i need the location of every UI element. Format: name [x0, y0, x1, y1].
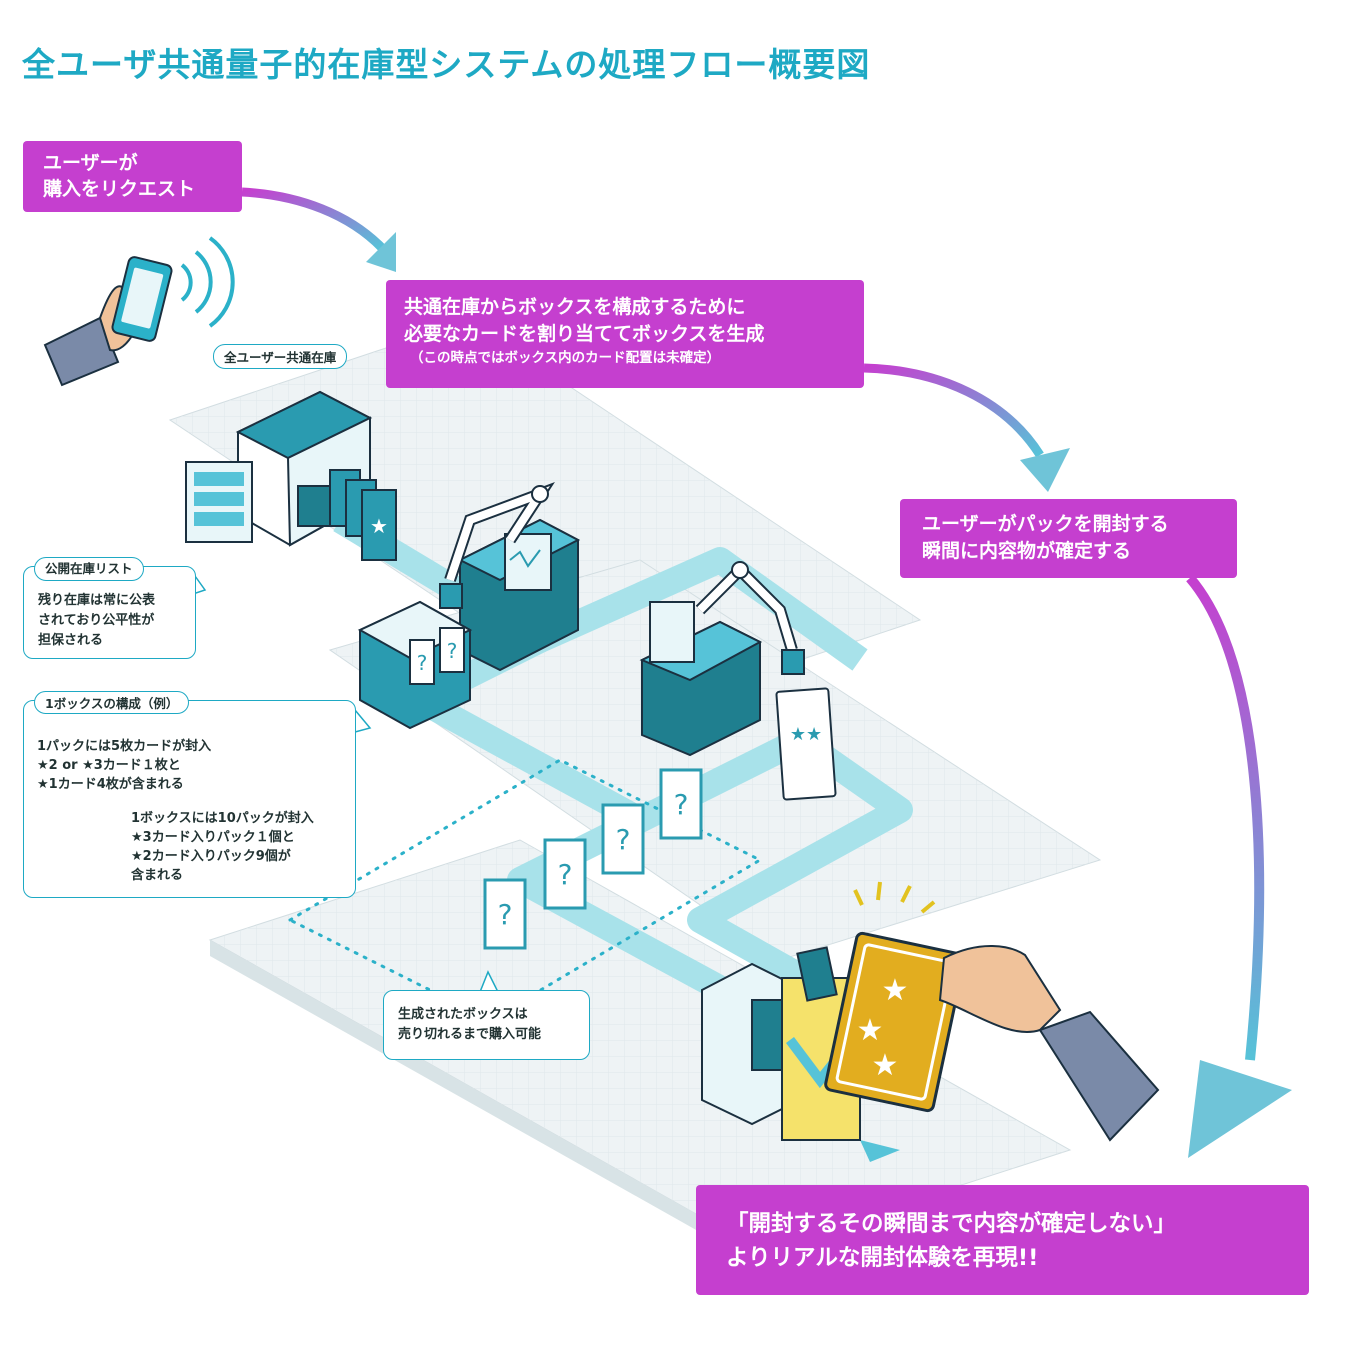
shared-inventory-label: 全ユーザー共通在庫 — [213, 344, 348, 369]
box-config-pack-line: ★2 or ★3カード１枚と — [37, 758, 181, 773]
svg-text:?: ? — [558, 858, 573, 891]
box-config-box-line: ★2カード入りパック9個が — [131, 849, 291, 864]
public-list-line: 担保される — [38, 633, 104, 648]
opening-machine-icon — [701, 946, 861, 1141]
svg-text:★: ★ — [370, 514, 388, 538]
mystery-packs: ? ? ? ? — [483, 768, 703, 950]
flow-arrow-1-head-icon — [366, 232, 396, 272]
flow-arrow-2-head-icon — [1020, 448, 1070, 492]
box-config-box: 1ボックスには10パックが封入 ★3カード入りパック１個と ★2カード入りパック… — [131, 809, 314, 885]
flow-arrow-1 — [241, 187, 386, 252]
mystery-pack-icon: ? — [483, 878, 527, 950]
result-line: よりリアルな開封体験を再現!! — [726, 1245, 1039, 1271]
svg-text:?: ? — [498, 898, 513, 931]
box-config-box-line: 1ボックスには10パックが封入 — [131, 811, 314, 826]
generated-box-outline — [286, 758, 764, 1022]
step-open-line: ユーザーがパックを開封する — [922, 513, 1169, 535]
page-title: 全ユーザ共通量子的在庫型システムの処理フロー概要図 — [22, 45, 871, 84]
result-box: 「開封するその瞬間まで内容が確定しない」 よりリアルな開封体験を再現!! — [696, 1185, 1309, 1295]
step-allocate-note: （この時点ではボックス内のカード配置は未確定） — [410, 350, 721, 366]
public-list-line: されており公平性が — [38, 613, 155, 628]
svg-text:?: ? — [674, 788, 689, 821]
revealed-card-icon: ★ ★ ★ — [824, 881, 966, 1113]
result-line: 「開封するその瞬間まで内容が確定しない」 — [726, 1211, 1177, 1237]
step-request-line: 購入をリクエスト — [43, 178, 196, 200]
mystery-pack-icon: ? — [601, 803, 645, 875]
box-config-box-line: 含まれる — [131, 868, 184, 883]
robot-arm-icon — [439, 482, 581, 672]
step-open-box: ユーザーがパックを開封する 瞬間に内容物が確定する — [900, 499, 1237, 578]
step-allocate-line: 共通在庫からボックスを構成するために — [404, 296, 746, 318]
flow-arrow-3-head-icon — [1188, 1060, 1292, 1158]
svg-text:?: ? — [417, 651, 428, 675]
svg-text:★★: ★★ — [790, 724, 822, 745]
box-config-pack-line: ★1カード4枚が含まれる — [37, 777, 184, 792]
svg-text:★: ★ — [882, 973, 909, 1008]
generated-box-callout: 生成されたボックスは 売り切れるまで購入可能 — [383, 990, 590, 1060]
mystery-pack-icon: ? — [659, 768, 703, 840]
svg-text:★: ★ — [872, 1048, 899, 1083]
svg-text:?: ? — [447, 639, 458, 663]
packaging-robot-icon: ★★ — [639, 561, 837, 801]
public-list-line: 残り在庫は常に公表 — [38, 593, 156, 608]
box-config-title: 1ボックスの構成（例） — [34, 691, 190, 714]
box-config-pack: 1パックには5枚カードが封入 ★2 or ★3カード１枚と ★1カード4枚が含ま… — [37, 737, 211, 794]
box-config-callout: 1ボックスの構成（例） 1パックには5枚カードが封入 ★2 or ★3カード１枚… — [23, 691, 356, 898]
flow-arrow-2 — [863, 363, 1044, 458]
generated-box-line: 生成されたボックスは — [398, 1007, 528, 1022]
step-open-line: 瞬間に内容物が確定する — [922, 540, 1132, 562]
step-allocate-box: 共通在庫からボックスを構成するために 必要なカードを割り当ててボックスを生成 （… — [386, 280, 864, 388]
svg-text:★: ★ — [857, 1013, 884, 1048]
box-icon: ? ? — [357, 600, 473, 730]
step-request-box: ユーザーが 購入をリクエスト — [23, 141, 242, 212]
step-request-line: ユーザーが — [43, 152, 138, 174]
conveyor-arrow-icon — [860, 1140, 900, 1162]
mystery-pack-icon: ? — [543, 838, 587, 910]
hand-icon — [938, 945, 1160, 1142]
step-allocate-line: 必要なカードを割り当ててボックスを生成 — [404, 323, 765, 345]
smartphone-hand-icon — [43, 236, 235, 387]
warehouse-icon: ★ — [185, 390, 397, 561]
flow-arrow-3 — [1186, 574, 1265, 1061]
svg-text:?: ? — [616, 823, 631, 856]
public-list-title: 公開在庫リスト — [34, 557, 144, 581]
box-config-box-line: ★3カード入りパック１個と — [131, 830, 295, 845]
generated-box-line: 売り切れるまで購入可能 — [398, 1027, 542, 1042]
public-list-callout: 公開在庫リスト 残り在庫は常に公表 されており公平性が 担保される — [23, 557, 196, 659]
box-config-pack-line: 1パックには5枚カードが封入 — [37, 739, 212, 754]
